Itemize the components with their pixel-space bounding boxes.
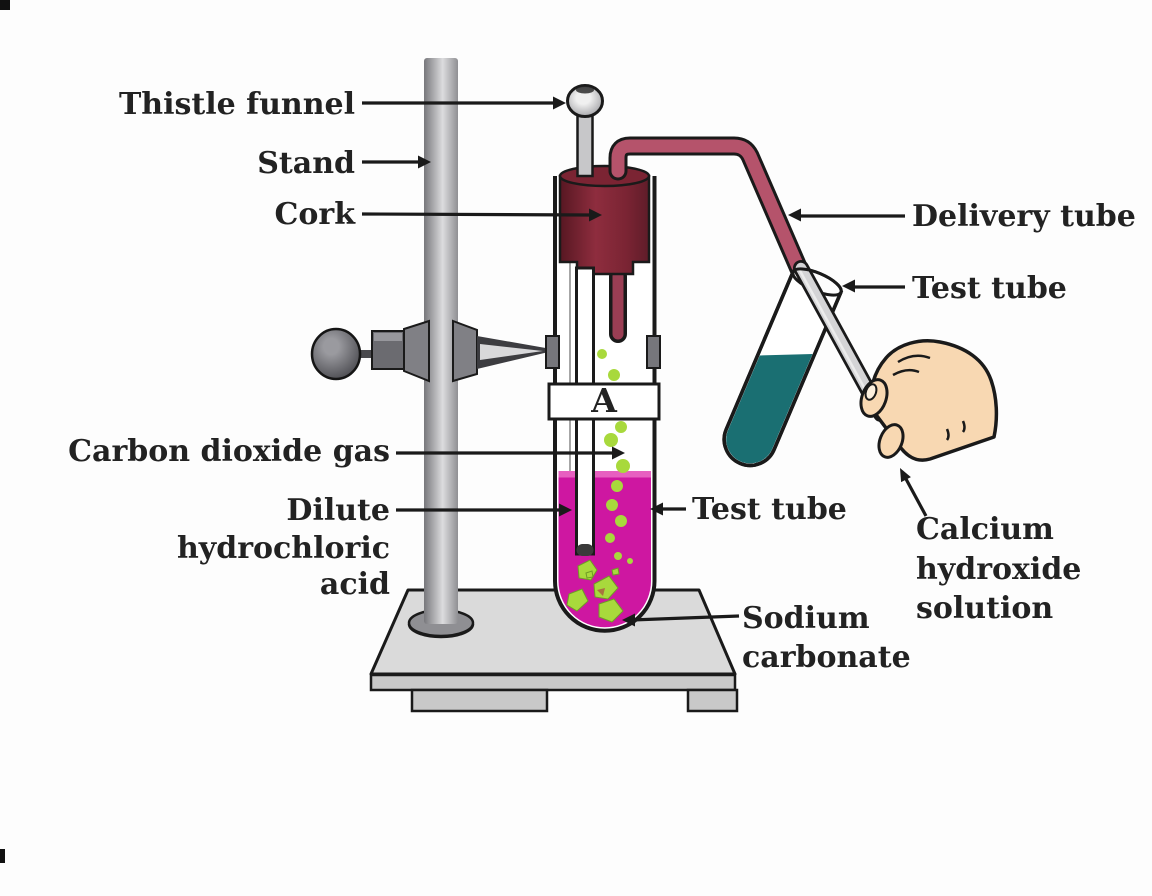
calcium-hydroxide-liquid: [726, 353, 813, 464]
bubble: [615, 421, 627, 433]
clamp-jaw-left: [545, 335, 560, 369]
cork-body: [558, 174, 651, 276]
arrowhead: [788, 208, 801, 222]
label-dilute-hcl-line3: acid: [320, 567, 390, 602]
clamp-rod: [357, 350, 375, 358]
hand-crease: [961, 420, 966, 433]
knuckle-crease: [897, 354, 931, 364]
cork-arrow: [361, 212, 592, 217]
bubble: [606, 499, 618, 511]
arrowhead: [418, 155, 431, 169]
bubble: [608, 369, 620, 381]
label-delivery-tube: Delivery tube: [912, 199, 1136, 234]
label-dilute-hcl-line1: Dilute: [286, 493, 390, 528]
mouth-front-rim: [791, 267, 843, 293]
bubble: [627, 558, 633, 564]
inner-tube-highlight: [797, 267, 879, 413]
sodium-carbonate-arrow: [631, 614, 740, 622]
labels: Thistle funnel Stand Cork Carbon dioxide…: [68, 87, 1136, 675]
bubble: [611, 480, 623, 492]
tube-marker-letter: A: [590, 381, 617, 420]
hand-crease: [945, 428, 950, 441]
chunk: [566, 588, 589, 612]
clamp: [310, 319, 557, 383]
arrowhead: [612, 446, 625, 460]
sodium-carbonate-chunks: [566, 559, 624, 623]
thistle-funnel: [566, 84, 604, 178]
bubble: [605, 533, 615, 543]
thistle-funnel-bulb: [566, 84, 604, 118]
arrowhead: [842, 279, 855, 293]
clamp-knob: [310, 327, 362, 381]
hand: [859, 339, 999, 462]
calcium-hydroxide-leader: [904, 478, 928, 517]
corner-artifact: [0, 0, 10, 10]
arrowhead: [589, 208, 602, 222]
chunk: [593, 575, 619, 600]
bubble: [597, 349, 607, 359]
mouth-rim-arc: [791, 267, 843, 293]
chunk: [585, 570, 594, 579]
reaction-test-tube: A: [545, 164, 661, 633]
label-stand: Stand: [257, 146, 355, 181]
label-calcium-hydroxide-line1: Calcium: [916, 512, 1054, 547]
acid-surface: [558, 471, 651, 478]
arrowhead: [559, 503, 572, 517]
label-dilute-hcl-line2: hydrochloric: [177, 531, 390, 566]
limewater-test-tube: [722, 267, 844, 468]
chunk-brown: [597, 588, 605, 596]
base-foot-left: [410, 688, 549, 713]
tube-label-band: [547, 382, 661, 421]
thistle-funnel-stem-opening: [576, 544, 594, 556]
thistle-funnel-mouth: [576, 86, 594, 94]
label-test-tube-left: Test tube: [692, 492, 847, 527]
label-thistle-funnel: Thistle funnel: [119, 87, 355, 122]
delivery-tube: [611, 139, 809, 283]
leader-lines: [361, 96, 928, 627]
knuckle-crease: [892, 368, 920, 377]
clamp-boss-right: [452, 319, 478, 383]
arrowhead: [622, 613, 635, 627]
gas-bubbles: [597, 349, 633, 564]
chunk: [611, 567, 620, 576]
arrowhead: [900, 468, 911, 483]
clamp-jaw-right: [646, 335, 661, 369]
arrowhead: [553, 96, 566, 110]
label-cork: Cork: [275, 197, 357, 232]
label-calcium-hydroxide-line3: solution: [916, 591, 1053, 626]
edge-artifact: [0, 849, 5, 863]
label-sodium-carbonate-line2: carbonate: [742, 640, 911, 675]
stand-pole: [424, 58, 458, 624]
label-carbon-dioxide-gas: Carbon dioxide gas: [68, 434, 390, 469]
clamp-arm-gap: [480, 344, 543, 360]
label-sodium-carbonate-line1: Sodium: [742, 601, 870, 636]
clamp-block-highlight: [374, 333, 402, 341]
fingertip: [877, 423, 905, 459]
clamp-boss-left: [403, 319, 430, 383]
bubble: [614, 552, 622, 560]
bubble: [616, 459, 630, 473]
chunk: [598, 598, 624, 623]
label-calcium-hydroxide-line2: hydroxide: [916, 552, 1081, 587]
cork-top: [558, 164, 651, 188]
base-front: [369, 673, 737, 692]
base-hole-rim: [407, 623, 475, 639]
bubble: [615, 515, 627, 527]
fingernail: [864, 383, 878, 401]
arrowhead: [650, 502, 663, 516]
test-tube-right-outline: [722, 271, 843, 468]
label-test-tube-right: Test tube: [912, 271, 1067, 306]
thistle-funnel-neck: [576, 106, 594, 178]
bubble: [604, 433, 618, 447]
test-tube-left-outline: [553, 176, 657, 633]
base-foot-right: [686, 688, 739, 713]
